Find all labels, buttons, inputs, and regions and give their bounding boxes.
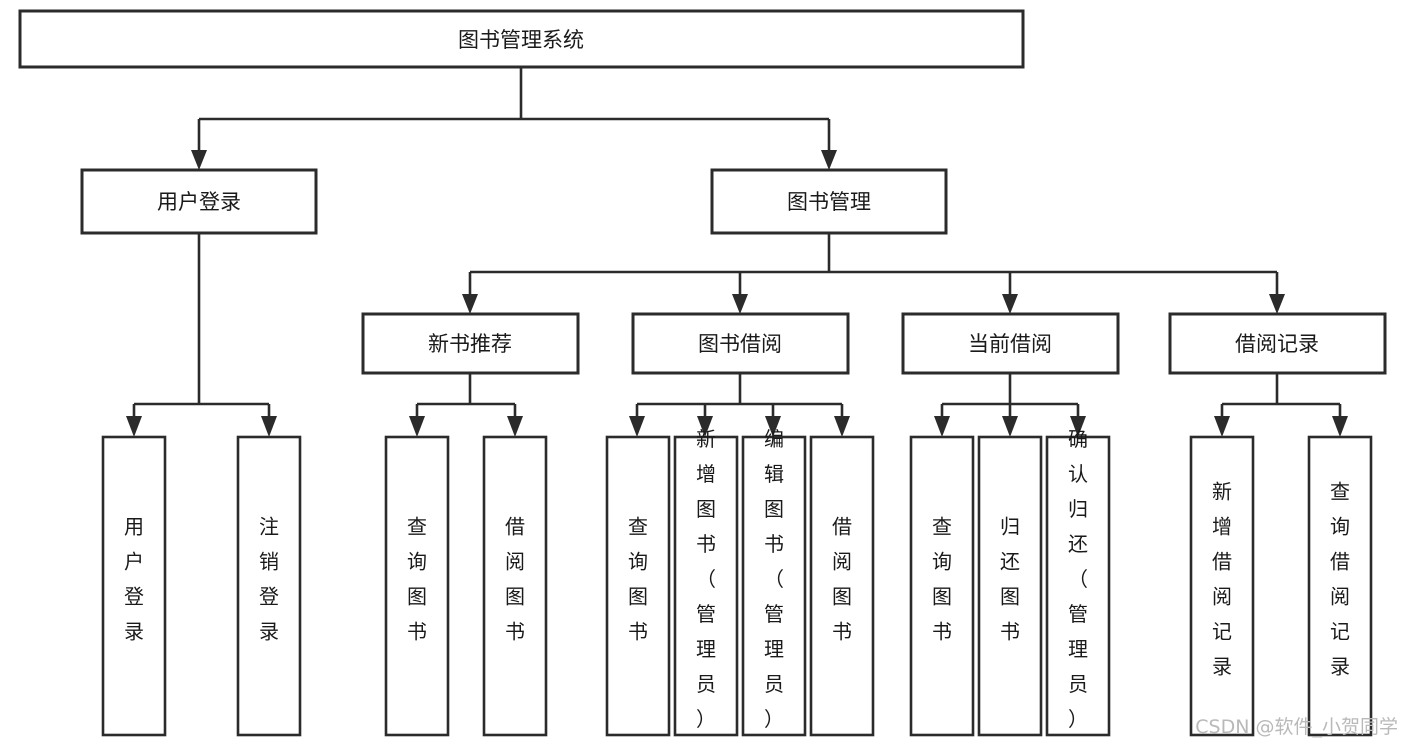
arrow-bookmgmt-to-newbook: [462, 294, 478, 314]
node-root[interactable]: 图书管理系统: [18, 9, 1025, 69]
node-leaf-2-label: 注销登录: [259, 515, 279, 644]
arrow-current-to-leaf11: [1070, 416, 1086, 437]
node-borrow-box[interactable]: [631, 312, 850, 375]
arrow-record-to-leaf12: [1214, 416, 1230, 437]
node-leaf-5-box[interactable]: [605, 435, 671, 737]
arrow-root-to-login: [191, 150, 207, 170]
node-leaf-4-label: 借阅图书: [505, 515, 525, 644]
node-root-label: 图书管理系统: [458, 28, 584, 52]
node-leaf-10-label: 归还图书: [1000, 515, 1020, 644]
node-leaf-11[interactable]: 确认归还（管理员）: [1045, 427, 1111, 737]
node-leaf-11-label: 确认归还（管理员）: [1068, 427, 1088, 731]
node-leaf-9-box[interactable]: [909, 435, 975, 737]
node-leaf-7[interactable]: 编辑图书（管理员）: [741, 427, 807, 737]
node-current-label: 当前借阅: [968, 332, 1052, 356]
node-leaf-12-box[interactable]: [1189, 435, 1255, 737]
node-current-box[interactable]: [901, 312, 1120, 375]
node-login[interactable]: 用户登录: [80, 168, 318, 235]
arrow-login-to-leaf2: [261, 416, 277, 437]
node-leaf-2-box[interactable]: [236, 435, 302, 737]
node-leaf-5-label: 查询图书: [628, 515, 648, 644]
arrow-borrow-to-leaf6: [697, 416, 713, 437]
node-leaf-9-label: 查询图书: [932, 515, 952, 644]
arrow-bookmgmt-to-record: [1269, 294, 1285, 314]
arrow-borrow-to-leaf5: [629, 416, 645, 437]
node-leaf-10[interactable]: 归还图书: [977, 435, 1043, 737]
node-root-box[interactable]: [18, 9, 1025, 69]
node-leaf-9[interactable]: 查询图书: [909, 435, 975, 737]
node-record-label: 借阅记录: [1235, 332, 1319, 356]
arrow-current-to-leaf9: [934, 416, 950, 437]
node-bookmgmt[interactable]: 图书管理: [710, 168, 948, 235]
node-leaf-11-box[interactable]: [1045, 435, 1111, 737]
node-leaf-13-box[interactable]: [1307, 435, 1373, 737]
arrow-root-to-bookmgmt: [821, 150, 837, 170]
node-leaf-3-box[interactable]: [384, 435, 450, 737]
node-record[interactable]: 借阅记录: [1168, 312, 1387, 375]
node-newbook-label: 新书推荐: [428, 332, 512, 356]
node-leaf-8-label: 借阅图书: [832, 515, 852, 644]
node-leaf-7-box[interactable]: [741, 435, 807, 737]
node-current[interactable]: 当前借阅: [901, 312, 1120, 375]
csdn-watermark: CSDN @软件_小贺同学: [1195, 716, 1398, 738]
node-login-box[interactable]: [80, 168, 318, 235]
arrow-borrow-to-leaf8: [834, 416, 850, 437]
node-leaf-6[interactable]: 新增图书（管理员）: [673, 427, 739, 737]
arrow-borrow-to-leaf7: [765, 416, 781, 437]
node-leaf-6-label: 新增图书（管理员）: [696, 427, 716, 731]
node-leaf-1-box[interactable]: [101, 435, 167, 737]
arrow-newbook-to-leaf4: [507, 416, 523, 437]
node-login-label: 用户登录: [157, 190, 241, 214]
node-borrow-label: 图书借阅: [698, 332, 782, 356]
node-leaf-4[interactable]: 借阅图书: [482, 435, 548, 737]
node-leaf-3[interactable]: 查询图书: [384, 435, 450, 737]
node-leaf-12-label: 新增借阅记录: [1212, 480, 1232, 679]
node-bookmgmt-label: 图书管理: [787, 190, 871, 214]
node-borrow[interactable]: 图书借阅: [631, 312, 850, 375]
node-leaf-1[interactable]: 用户登录: [101, 435, 167, 737]
node-leaf-8[interactable]: 借阅图书: [809, 435, 875, 737]
node-newbook-box[interactable]: [361, 312, 580, 375]
node-leaf-1-label: 用户登录: [124, 515, 144, 644]
node-newbook[interactable]: 新书推荐: [361, 312, 580, 375]
arrow-newbook-to-leaf3: [409, 416, 425, 437]
arrow-current-to-leaf10: [1002, 416, 1018, 437]
node-leaf-6-box[interactable]: [673, 435, 739, 737]
edge-layer: [126, 67, 1348, 437]
arrow-bookmgmt-to-current: [1002, 294, 1018, 314]
node-leaf-4-box[interactable]: [482, 435, 548, 737]
node-leaf-5[interactable]: 查询图书: [605, 435, 671, 737]
node-leaf-10-box[interactable]: [977, 435, 1043, 737]
node-leaf-8-box[interactable]: [809, 435, 875, 737]
node-record-box[interactable]: [1168, 312, 1387, 375]
node-leaf-13-label: 查询借阅记录: [1330, 480, 1350, 679]
node-leaf-7-label: 编辑图书（管理员）: [764, 427, 784, 731]
arrow-bookmgmt-to-borrow: [732, 294, 748, 314]
arrow-login-to-leaf1: [126, 416, 142, 437]
arrow-record-to-leaf13: [1332, 416, 1348, 437]
node-leaf-12[interactable]: 新增借阅记录: [1189, 435, 1255, 737]
node-leaf-3-label: 查询图书: [407, 515, 427, 644]
node-leaf-13[interactable]: 查询借阅记录: [1307, 435, 1373, 737]
node-leaf-2[interactable]: 注销登录: [236, 435, 302, 737]
node-bookmgmt-box[interactable]: [710, 168, 948, 235]
